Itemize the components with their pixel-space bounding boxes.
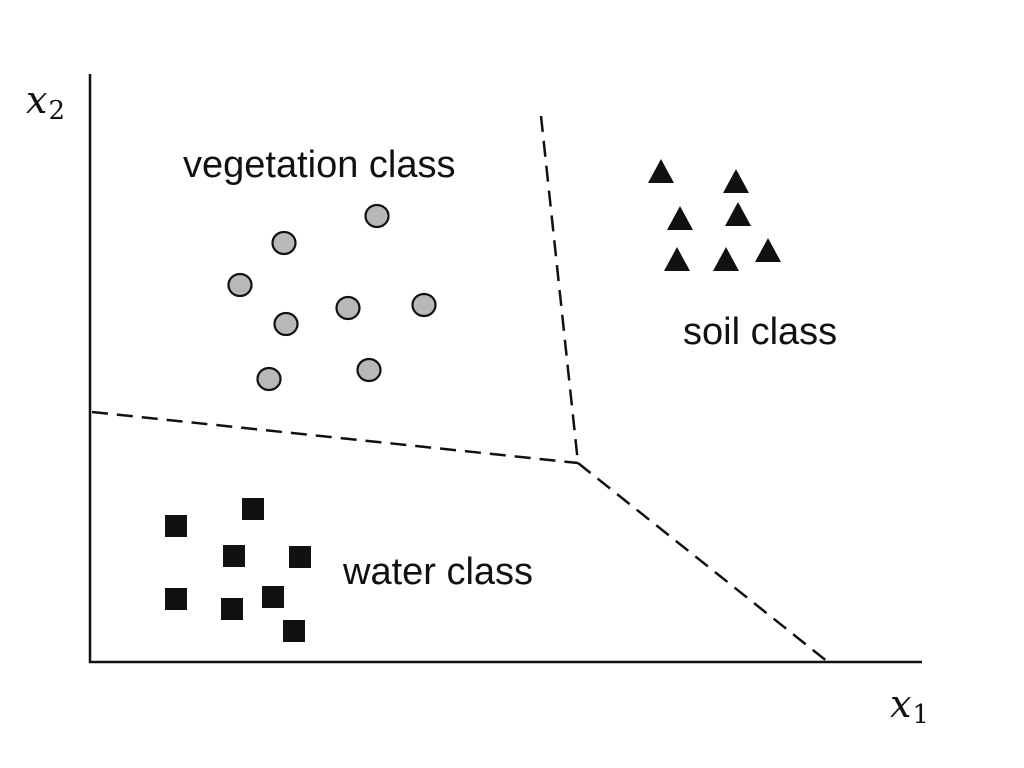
water-class-label: water class xyxy=(342,551,533,593)
boundary-soil-water xyxy=(577,462,829,663)
soil-point xyxy=(723,169,749,193)
soil-point xyxy=(755,238,781,262)
soil-point xyxy=(725,202,751,226)
water-point xyxy=(242,498,264,520)
vegetation-point xyxy=(364,203,390,229)
vegetation-point xyxy=(335,295,361,321)
y-axis-label: x2 xyxy=(26,78,65,126)
vegetation-point xyxy=(227,272,253,298)
soil-point xyxy=(667,206,693,230)
vegetation-point xyxy=(256,366,282,392)
vegetation-class-label: vegetation class xyxy=(183,144,456,186)
water-point xyxy=(223,545,245,567)
soil-point xyxy=(664,247,690,271)
boundary-vegetation-water xyxy=(91,410,579,465)
vegetation-point xyxy=(271,230,297,256)
soil-point xyxy=(713,247,739,271)
water-point xyxy=(165,588,187,610)
water-point xyxy=(165,515,187,537)
water-point xyxy=(262,586,284,608)
water-points xyxy=(165,498,311,642)
x-axis-label: x1 xyxy=(890,682,929,730)
vegetation-point xyxy=(411,292,437,318)
vegetation-points xyxy=(227,203,437,392)
soil-point xyxy=(648,159,674,183)
soil-class-label: soil class xyxy=(683,311,837,353)
soil-points xyxy=(648,159,781,271)
vegetation-point xyxy=(356,357,382,383)
vegetation-point xyxy=(273,311,299,337)
water-point xyxy=(289,546,311,568)
water-point xyxy=(221,598,243,620)
boundary-vegetation-soil xyxy=(539,115,580,464)
water-point xyxy=(283,620,305,642)
